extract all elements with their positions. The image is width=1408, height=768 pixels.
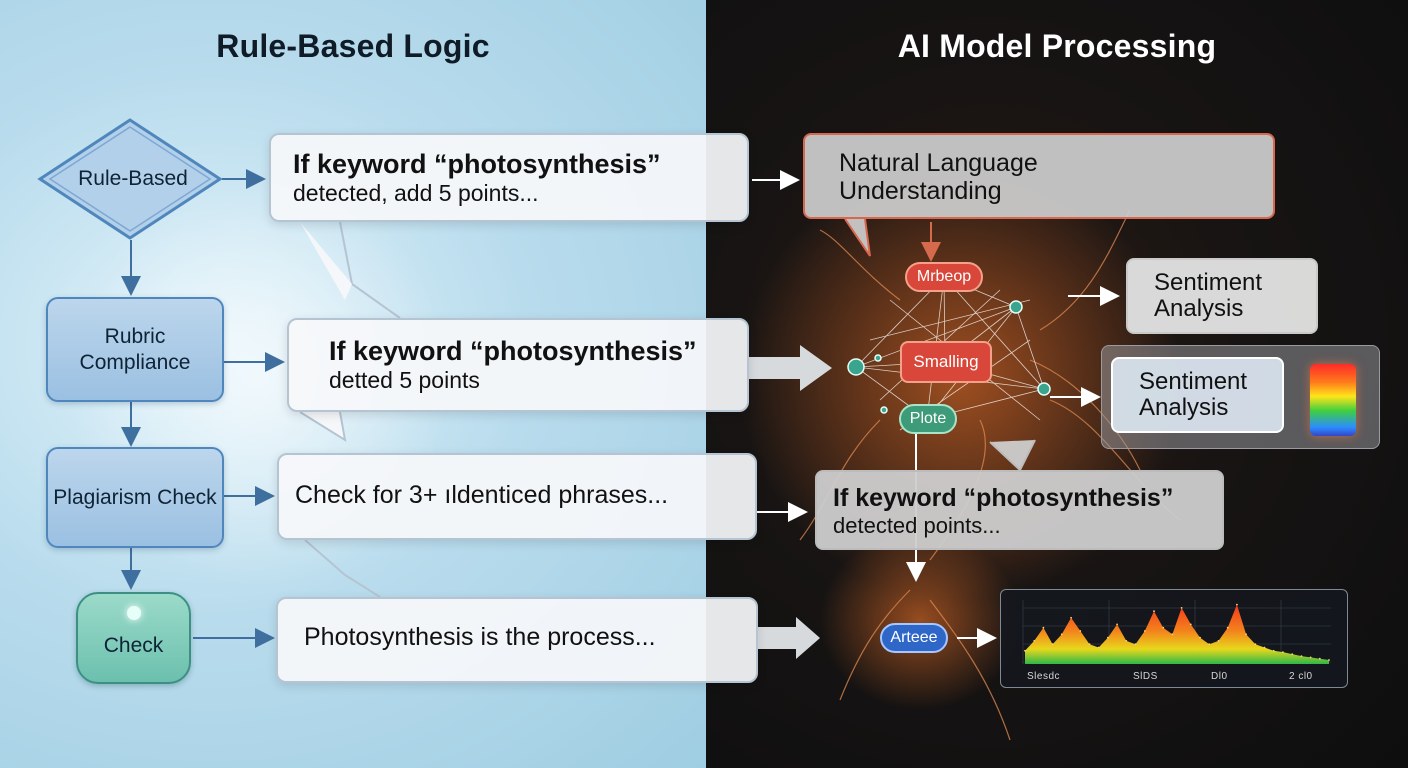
nlu-line-1: Natural Language xyxy=(839,149,1038,177)
activity-chart-plot xyxy=(1022,600,1331,664)
chart-point xyxy=(1107,636,1109,639)
chart-point xyxy=(1309,656,1312,659)
chart-point xyxy=(1328,659,1330,661)
chart-point xyxy=(1116,623,1118,626)
chart-point xyxy=(1226,626,1229,629)
chart-tick-4: 2 cl0 xyxy=(1289,671,1313,682)
chart-point xyxy=(1051,643,1054,646)
chart-point xyxy=(1300,655,1303,657)
network-node-smalling: Smalling xyxy=(900,341,992,383)
ai-keyword-line-1: If keyword “photosynthesis” xyxy=(833,484,1174,512)
right-heading: AI Model Processing xyxy=(897,28,1217,64)
chart-point xyxy=(1180,607,1183,609)
chart-point xyxy=(1245,633,1247,636)
chart-point xyxy=(1143,630,1146,632)
callout-2-line-2: detted 5 points xyxy=(329,367,480,393)
chart-point xyxy=(1088,643,1091,646)
chart-tick-3: Dl0 xyxy=(1211,671,1228,682)
chart-point xyxy=(1236,603,1238,606)
ai-keyword-box: If keyword “photosynthesis” detected poi… xyxy=(815,470,1224,550)
nlu-line-2: Understanding xyxy=(839,177,1002,205)
ai-keyword-line-2: detected points... xyxy=(833,513,1001,538)
chart-point xyxy=(1217,640,1220,642)
chart-point xyxy=(1282,651,1284,653)
network-node-mrbeop: Mrbeop xyxy=(905,262,983,292)
network-node-plote: Plote xyxy=(899,404,957,434)
chart-point xyxy=(1199,636,1201,639)
chart-point xyxy=(1254,643,1257,646)
chart-point xyxy=(1134,643,1137,646)
chart-point xyxy=(1079,630,1082,632)
chart-point xyxy=(1070,616,1072,619)
network-node-arteee: Arteee xyxy=(880,623,948,653)
callout-1-line-2: detected, add 5 points... xyxy=(293,180,539,206)
chart-point xyxy=(1318,657,1321,660)
rule-based-node: Rule-Based xyxy=(78,167,188,190)
chart-point xyxy=(1060,633,1063,636)
chart-point xyxy=(1263,646,1266,649)
chart-tick-1: Slesdc xyxy=(1027,671,1061,682)
chart-point xyxy=(1171,633,1174,636)
chart-point xyxy=(1291,653,1294,655)
activity-chart: Slesdc SlDS Dl0 2 cl0 xyxy=(1000,589,1348,688)
nlu-box: Natural Language Understanding xyxy=(803,133,1275,219)
chart-point xyxy=(1024,649,1026,652)
chart-point xyxy=(1153,610,1155,613)
rubric-callout: If keyword “photosynthesis” detted 5 poi… xyxy=(287,318,749,412)
chart-point xyxy=(1097,646,1100,649)
callout-4-text: Photosynthesis is the process... xyxy=(304,623,656,651)
chart-point xyxy=(1208,643,1211,646)
check-indicator xyxy=(127,606,141,620)
color-spectrum-icon xyxy=(1310,364,1356,436)
sentiment-analysis-box-2: Sentiment Analysis xyxy=(1111,357,1284,433)
plagiarism-callout: Check for 3+ ıldenticed phrases... xyxy=(277,453,757,540)
callout-2-line-1: If keyword “photosynthesis” xyxy=(329,336,697,366)
callout-3-text: Check for 3+ ıldenticed phrases... xyxy=(295,481,669,509)
chart-point xyxy=(1042,626,1045,629)
rubric-compliance-node: Rubric Compliance xyxy=(46,297,224,402)
essay-text-callout: Photosynthesis is the process... xyxy=(276,597,758,683)
callout-1-line-1: If keyword “photosynthesis” xyxy=(293,149,661,179)
chart-point xyxy=(1033,640,1036,642)
chart-point xyxy=(1189,623,1192,626)
sentiment-analysis-box: Sentiment Analysis xyxy=(1126,258,1318,334)
keyword-rule-callout: If keyword “photosynthesis” detected, ad… xyxy=(269,133,749,222)
left-heading: Rule-Based Logic xyxy=(216,28,490,64)
chart-point xyxy=(1125,640,1128,642)
chart-point xyxy=(1272,649,1275,652)
chart-tick-2: SlDS xyxy=(1133,671,1158,682)
chart-area-series xyxy=(1025,604,1329,664)
chart-point xyxy=(1162,626,1165,629)
plagiarism-check-node: Plagiarism Check xyxy=(46,447,224,548)
